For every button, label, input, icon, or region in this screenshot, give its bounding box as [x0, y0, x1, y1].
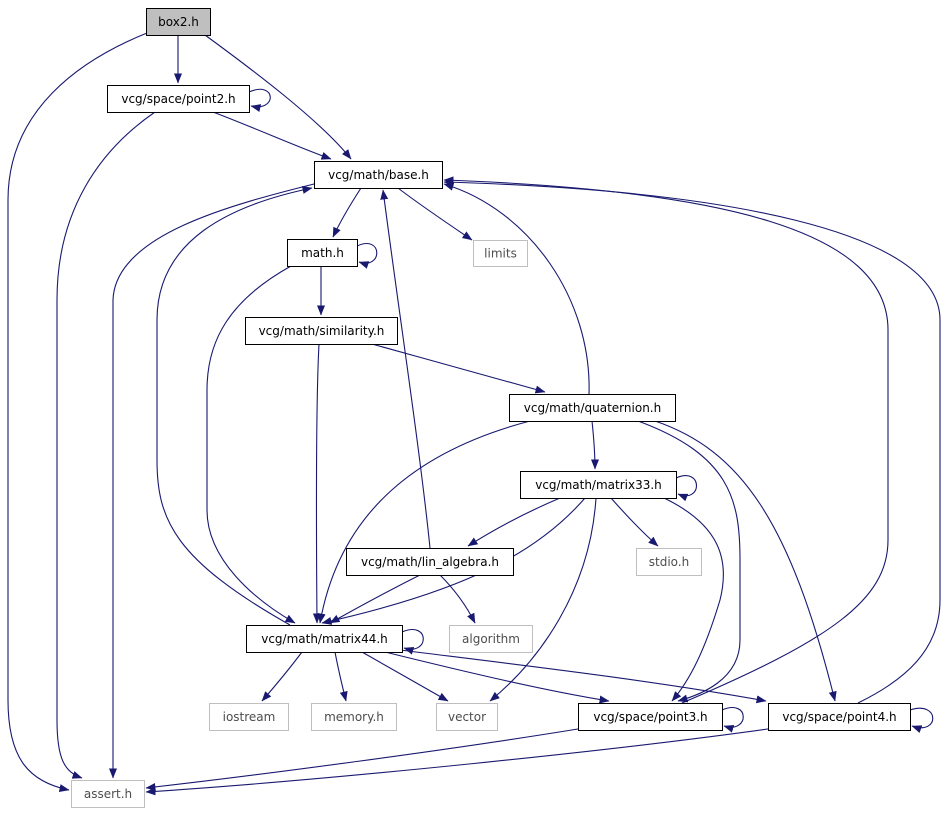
node-box2[interactable]: box2.h	[146, 8, 211, 36]
edge-point4-to-point4	[909, 707, 934, 733]
node-box	[520, 471, 677, 499]
node-box	[209, 703, 289, 731]
node-label: vcg/space/point4.h	[782, 710, 896, 724]
node-assert: assert.h	[71, 780, 145, 808]
edge-point3-to-base	[443, 176, 889, 704]
node-matrix44[interactable]: vcg/math/matrix44.h	[246, 625, 403, 653]
node-label: vcg/math/base.h	[328, 168, 429, 182]
node-label: vcg/math/matrix33.h	[535, 478, 662, 492]
node-label: assert.h	[84, 787, 132, 801]
node-box	[314, 161, 443, 189]
node-box	[346, 548, 514, 576]
node-box	[636, 548, 702, 576]
node-label: math.h	[301, 246, 344, 260]
node-label: limits	[484, 247, 517, 261]
nodes-layer: box2.h vcg/space/point2.h vcg/math/base.h l…	[71, 8, 911, 808]
node-box	[449, 625, 533, 653]
node-memory: memory.h	[311, 703, 397, 731]
node-box	[768, 703, 911, 731]
node-math[interactable]: math.h	[287, 239, 358, 267]
edge-matrix33-to-vector	[489, 497, 597, 702]
node-matrix33[interactable]: vcg/math/matrix33.h	[520, 471, 677, 499]
edge-point3-to-point3	[721, 707, 744, 733]
edge-quaternion-to-point3	[637, 420, 741, 703]
node-similarity[interactable]: vcg/math/similarity.h	[245, 317, 398, 345]
edge-linalg-to-matrix44	[329, 574, 421, 624]
edge-box2-to-base	[204, 34, 352, 160]
edge-base-to-limits	[397, 187, 473, 241]
edge-box2-to-assert	[7, 32, 148, 793]
node-label: box2.h	[158, 15, 199, 29]
node-box	[245, 317, 398, 345]
edge-base-to-math	[332, 187, 362, 238]
node-limits: limits	[473, 240, 528, 267]
node-box	[71, 780, 145, 808]
node-label: vcg/math/quaternion.h	[524, 401, 661, 415]
node-box	[436, 703, 498, 731]
edge-matrix33-to-linalg	[467, 497, 561, 547]
node-linalg[interactable]: vcg/math/lin_algebra.h	[346, 548, 514, 576]
node-label: vcg/math/matrix44.h	[261, 632, 388, 646]
node-box	[509, 394, 676, 422]
node-iostream: iostream	[209, 703, 289, 731]
node-box	[473, 240, 528, 267]
node-label: vcg/math/similarity.h	[259, 324, 385, 338]
node-point2[interactable]: vcg/space/point2.h	[107, 85, 250, 113]
node-label: memory.h	[324, 710, 384, 724]
edge-linalg-to-base	[380, 189, 431, 549]
edge-math-to-matrix44	[206, 265, 296, 624]
node-label: stdio.h	[649, 555, 689, 569]
edges-layer	[7, 32, 941, 796]
edge-matrix44-to-iostream	[261, 651, 303, 702]
node-box	[146, 8, 211, 36]
edge-linalg-to-algorithm	[439, 574, 476, 624]
edge-point4-to-base	[443, 178, 941, 704]
edge-matrix44-to-vector	[361, 651, 449, 702]
edge-matrix44-to-base	[156, 186, 313, 626]
node-box	[246, 625, 403, 653]
edge-point2-to-point2	[248, 88, 271, 112]
node-box	[311, 703, 397, 731]
edge-quaternion-to-base	[443, 182, 590, 395]
edge-matrix44-to-matrix44	[401, 629, 424, 655]
node-label: iostream	[223, 710, 276, 724]
node-stdio: stdio.h	[636, 548, 702, 576]
node-label: algorithm	[462, 632, 520, 646]
edge-quaternion-to-matrix33	[590, 420, 599, 470]
edge-matrix44-to-memory	[334, 651, 348, 702]
edge-matrix44-to-point3	[384, 651, 610, 704]
edge-base-to-assert	[109, 182, 319, 779]
edge-similarity-to-quaternion	[371, 343, 546, 394]
edge-matrix33-to-point3	[663, 497, 724, 702]
node-algorithm: algorithm	[449, 625, 533, 653]
node-label: vcg/math/lin_algebra.h	[361, 555, 499, 569]
edge-math-to-math	[356, 243, 378, 269]
node-quaternion[interactable]: vcg/math/quaternion.h	[509, 394, 676, 422]
edge-point3-to-assert	[145, 727, 585, 791]
node-point3[interactable]: vcg/space/point3.h	[578, 703, 723, 731]
node-box	[107, 85, 250, 113]
node-label: vcg/space/point2.h	[121, 92, 235, 106]
edge-matrix44-to-point4	[399, 649, 767, 704]
edge-matrix33-to-stdio	[610, 497, 659, 547]
node-box	[578, 703, 723, 731]
node-label: vcg/space/point3.h	[593, 710, 707, 724]
node-label: vector	[448, 710, 486, 724]
edge-quaternion-to-point4	[654, 420, 837, 702]
node-base[interactable]: vcg/math/base.h	[314, 161, 443, 189]
edge-point2-to-base	[212, 111, 332, 160]
node-vector: vector	[436, 703, 498, 731]
edge-matrix33-to-matrix33	[675, 475, 698, 502]
edge-point4-to-assert	[145, 727, 776, 796]
edge-point2-to-assert	[56, 111, 156, 779]
node-point4[interactable]: vcg/space/point4.h	[768, 703, 911, 731]
edge-similarity-to-matrix44	[312, 343, 321, 624]
node-box	[287, 239, 358, 267]
edge-quaternion-to-matrix44	[317, 420, 531, 624]
